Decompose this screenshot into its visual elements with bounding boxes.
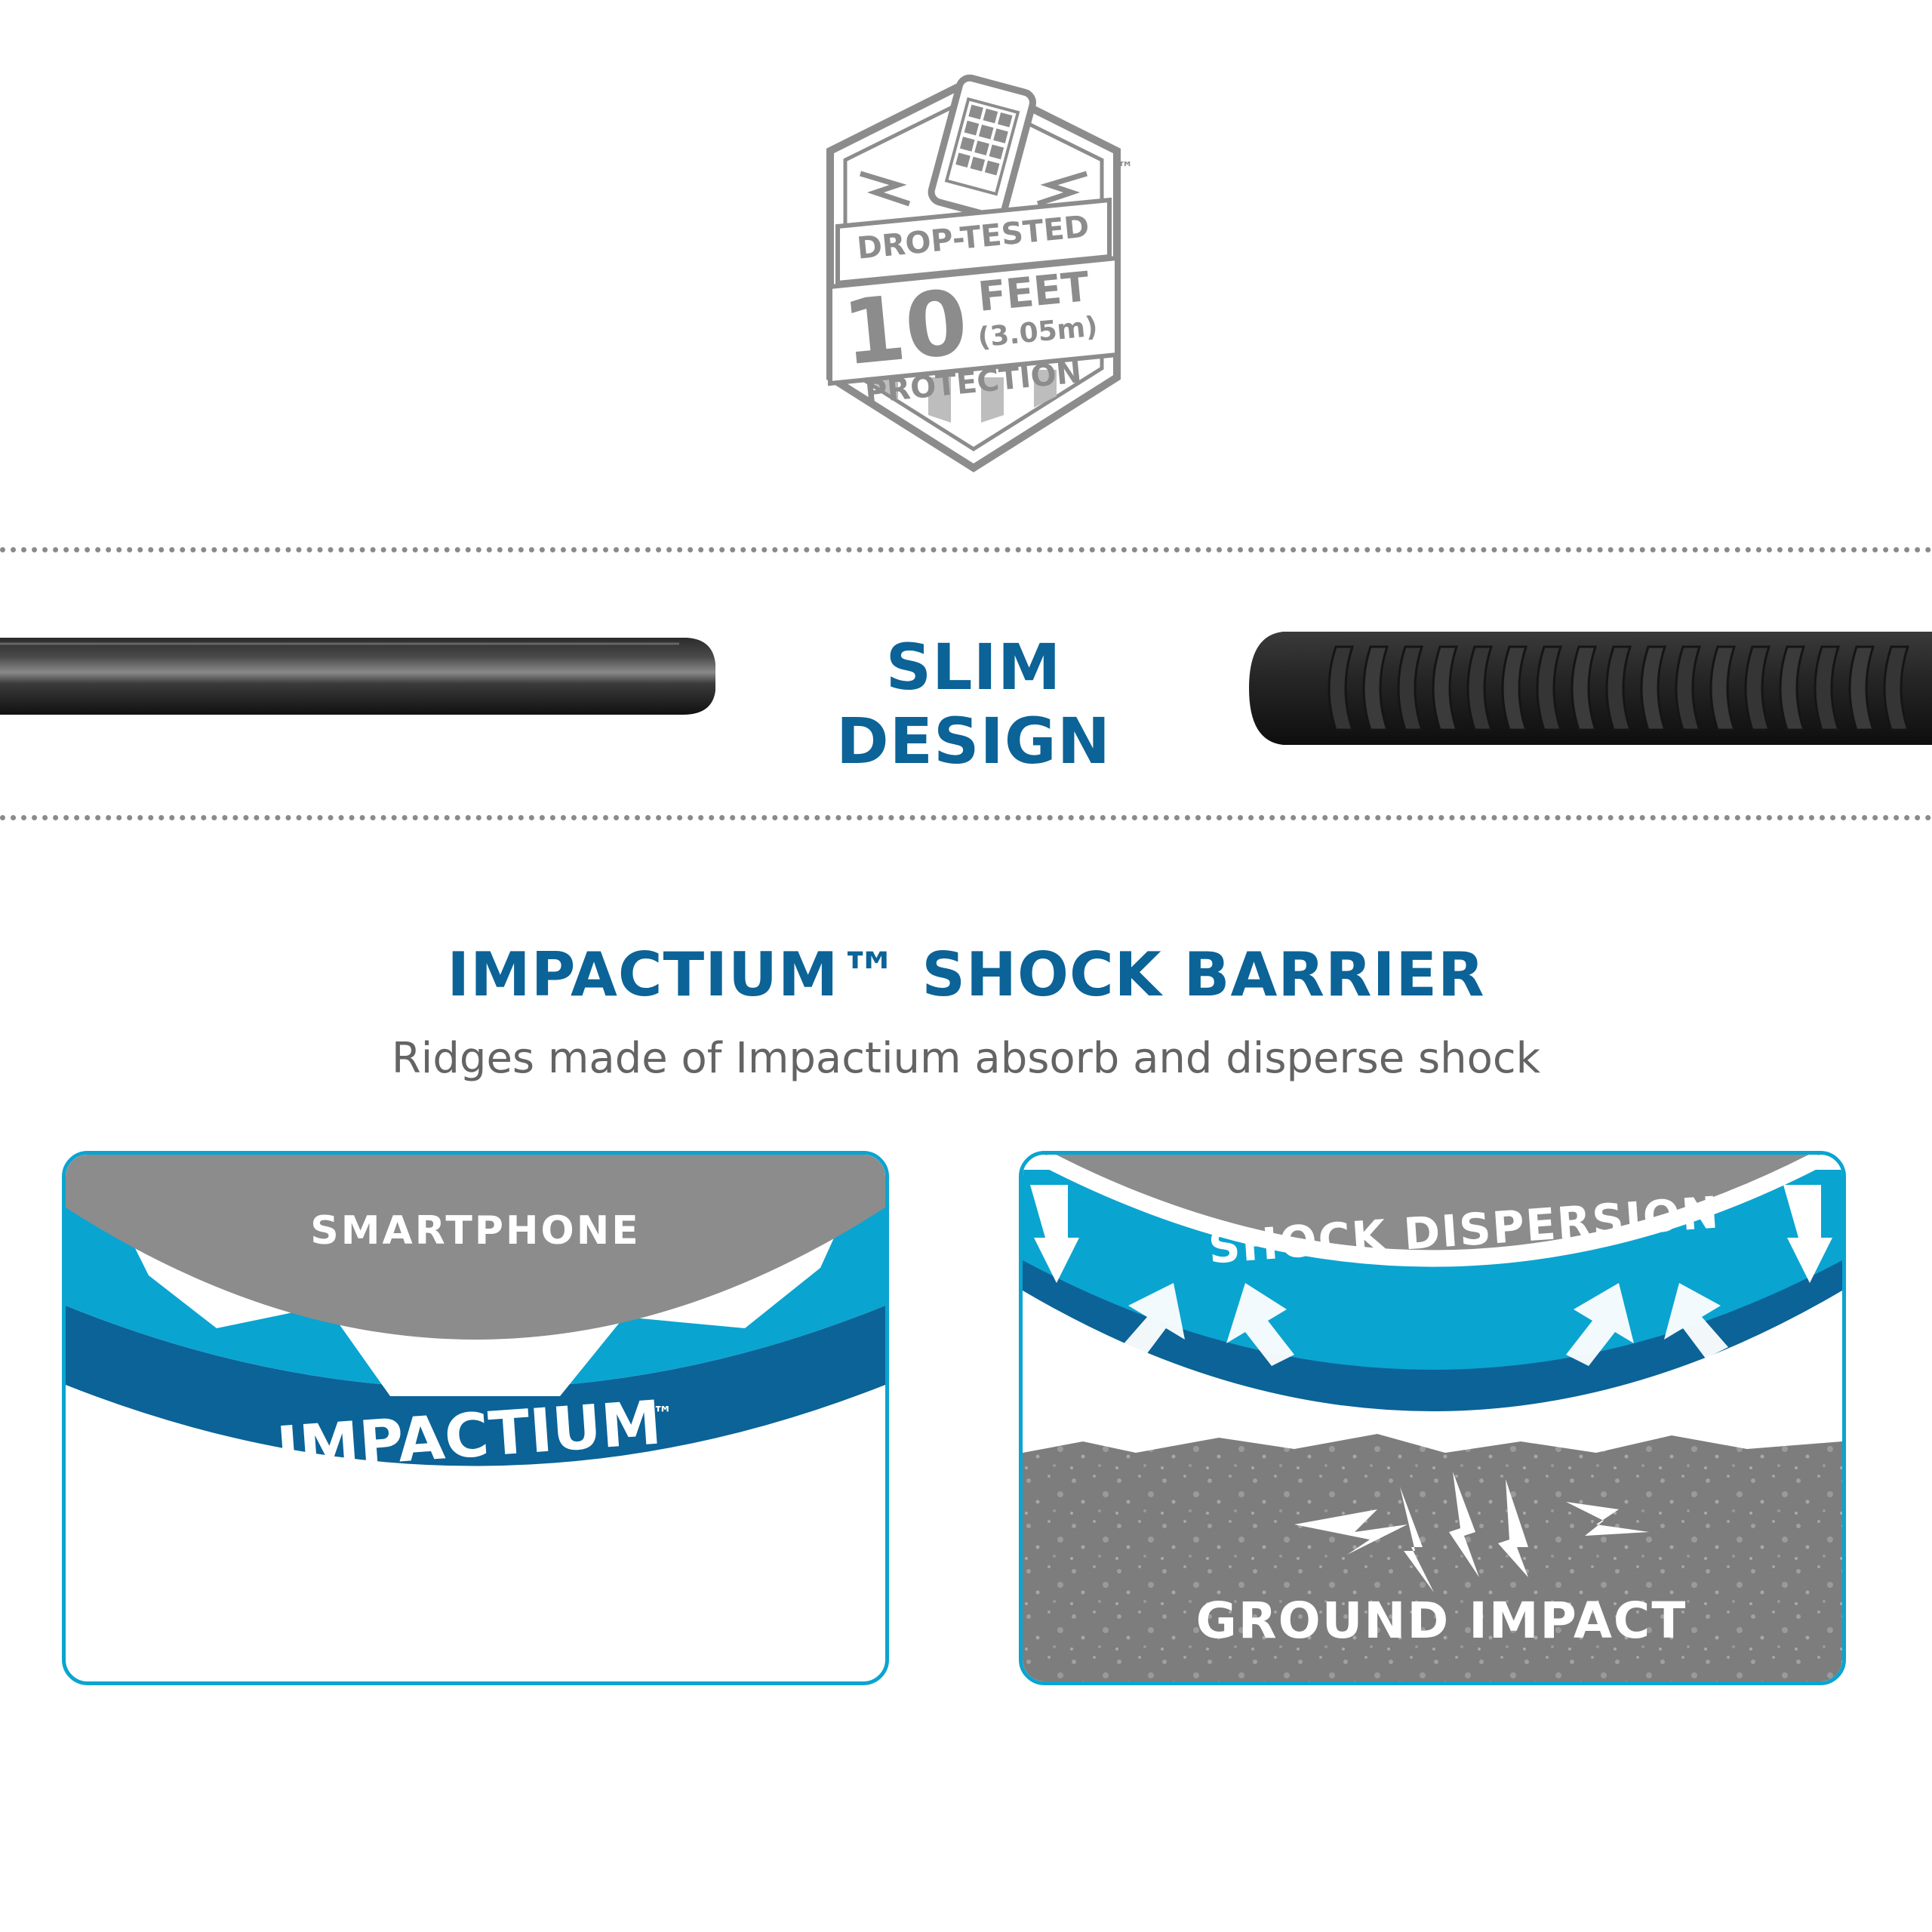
badge-unit: FEET	[976, 263, 1091, 321]
slim-line2: DESIGN	[835, 704, 1112, 778]
case-side-slim	[0, 638, 715, 715]
badge-number: 10	[838, 269, 972, 385]
impactium-tm: ™	[653, 1403, 672, 1426]
smartphone-label: SMARTPHONE	[310, 1208, 641, 1254]
barrier-subtitle: Ridges made of Impactium absorb and disp…	[391, 1034, 1541, 1083]
divider-bottom	[0, 815, 1932, 820]
ground-impact-label: GROUND IMPACT	[1196, 1592, 1687, 1650]
polycarbonate-label: POLYCARBONATE	[313, 1469, 724, 1566]
badge-trademark: ™	[1117, 159, 1132, 178]
case-side-ridged	[1249, 632, 1932, 745]
phone-icon	[928, 74, 1036, 220]
slim-design-label: SLIM DESIGN	[815, 630, 1132, 778]
divider-top	[0, 547, 1932, 552]
drop-tested-badge: DROP-TESTED 10 FEET (3.05m) PROTECTION ™	[826, 74, 1132, 472]
barrier-title: IMPACTIUM™ SHOCK BARRIER	[447, 940, 1485, 1010]
slim-line1: SLIM	[885, 630, 1062, 704]
panel-layers: SMARTPHONE IMPACTIUM ™ POLYCARBONATE	[62, 1151, 889, 1685]
ridge-pattern	[1327, 645, 1910, 731]
panel-dispersion: SHOCK DISPERSION GROUND IMPACT	[1019, 1151, 1846, 1685]
